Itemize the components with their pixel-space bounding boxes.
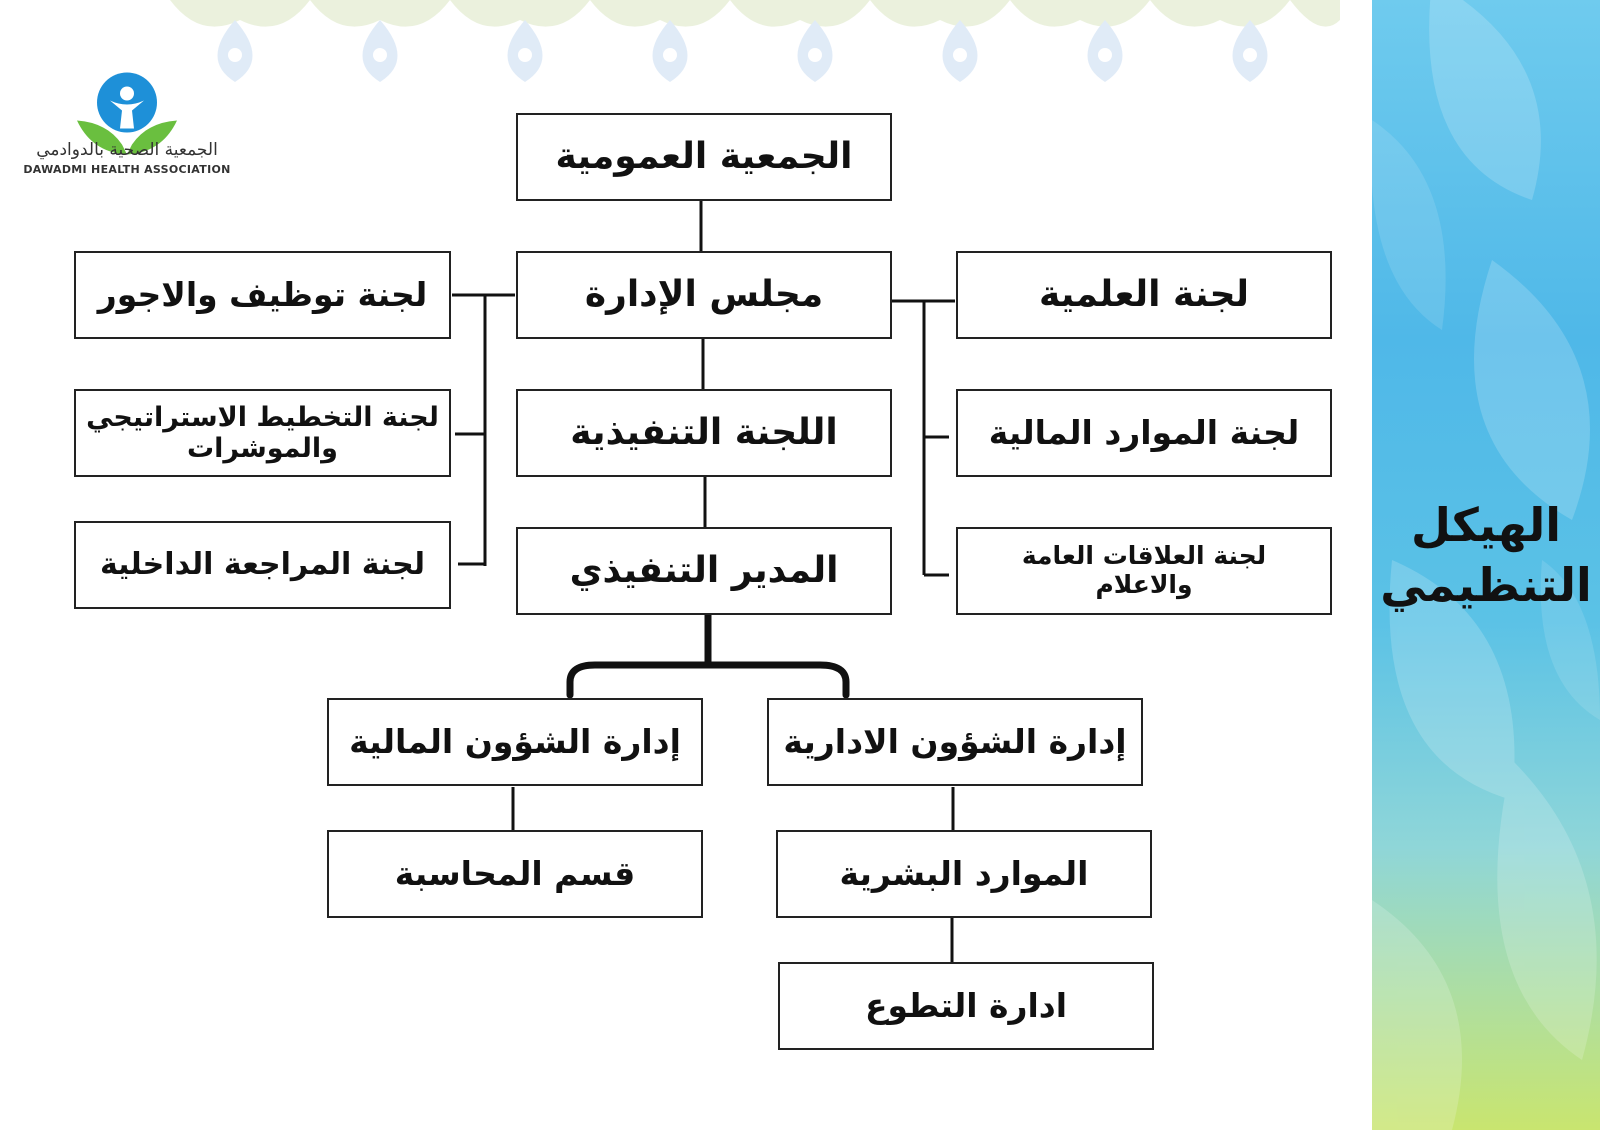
side-decorative-panel bbox=[1372, 0, 1600, 1130]
side-title-line2: التنظيمي bbox=[1380, 558, 1592, 612]
decorative-pattern bbox=[170, 0, 1340, 82]
right-committee-label: لجنة العلاقات العامة والاعلام bbox=[1021, 541, 1267, 599]
left-committee-box: لجنة المراجعة الداخلية bbox=[74, 521, 451, 609]
volunteering-label: ادارة التطوع bbox=[864, 986, 1068, 1026]
executive-committee-box: اللجنة التنفيذية bbox=[516, 389, 892, 477]
accounting-label: قسم المحاسبة bbox=[394, 854, 636, 894]
connector-lines bbox=[452, 200, 955, 962]
human-resources-box: الموارد البشرية bbox=[776, 830, 1152, 918]
side-title: الهيكل التنظيمي bbox=[1372, 495, 1600, 615]
financial-affairs-label: إدارة الشؤون المالية bbox=[349, 722, 681, 762]
financial-affairs-box: إدارة الشؤون المالية bbox=[327, 698, 703, 786]
left-committee-box: لجنة التخطيط الاستراتيجي والموشرات bbox=[74, 389, 451, 477]
left-committee-label: لجنة توظيف والاجور bbox=[97, 275, 428, 315]
executive-committee-label: اللجنة التنفيذية bbox=[570, 412, 838, 454]
board-box: مجلس الإدارة bbox=[516, 251, 892, 339]
right-committee-box: لجنة الموارد المالية bbox=[956, 389, 1332, 477]
association-logo-icon bbox=[77, 72, 177, 155]
right-committee-box: لجنة العلاقات العامة والاعلام bbox=[956, 527, 1332, 615]
left-committee-label: لجنة المراجعة الداخلية bbox=[99, 546, 426, 582]
logo-name-arabic: الجمعية الصحية بالدوادمي bbox=[36, 140, 218, 160]
general-assembly-label: الجمعية العمومية bbox=[555, 136, 853, 178]
volunteering-box: ادارة التطوع bbox=[778, 962, 1154, 1050]
leaf-pattern bbox=[1372, 0, 1600, 1130]
executive-director-label: المدير التنفيذي bbox=[569, 550, 839, 592]
accounting-box: قسم المحاسبة bbox=[327, 830, 703, 918]
left-committee-label: لجنة التخطيط الاستراتيجي والموشرات bbox=[86, 401, 439, 464]
human-resources-label: الموارد البشرية bbox=[839, 854, 1089, 894]
left-committee-box: لجنة توظيف والاجور bbox=[74, 251, 451, 339]
board-label: مجلس الإدارة bbox=[584, 274, 824, 316]
right-committee-label: لجنة العلمية bbox=[1038, 274, 1250, 316]
side-title-line1: الهيكل bbox=[1411, 498, 1561, 552]
right-committee-label: لجنة الموارد المالية bbox=[988, 413, 1300, 453]
general-assembly-box: الجمعية العمومية bbox=[516, 113, 892, 201]
logo-name-english: DAWADMI HEALTH ASSOCIATION bbox=[23, 163, 231, 176]
administrative-affairs-label: إدارة الشؤون الادارية bbox=[783, 722, 1127, 762]
administrative-affairs-box: إدارة الشؤون الادارية bbox=[767, 698, 1143, 786]
right-committee-box: لجنة العلمية bbox=[956, 251, 1332, 339]
executive-director-box: المدير التنفيذي bbox=[516, 527, 892, 615]
